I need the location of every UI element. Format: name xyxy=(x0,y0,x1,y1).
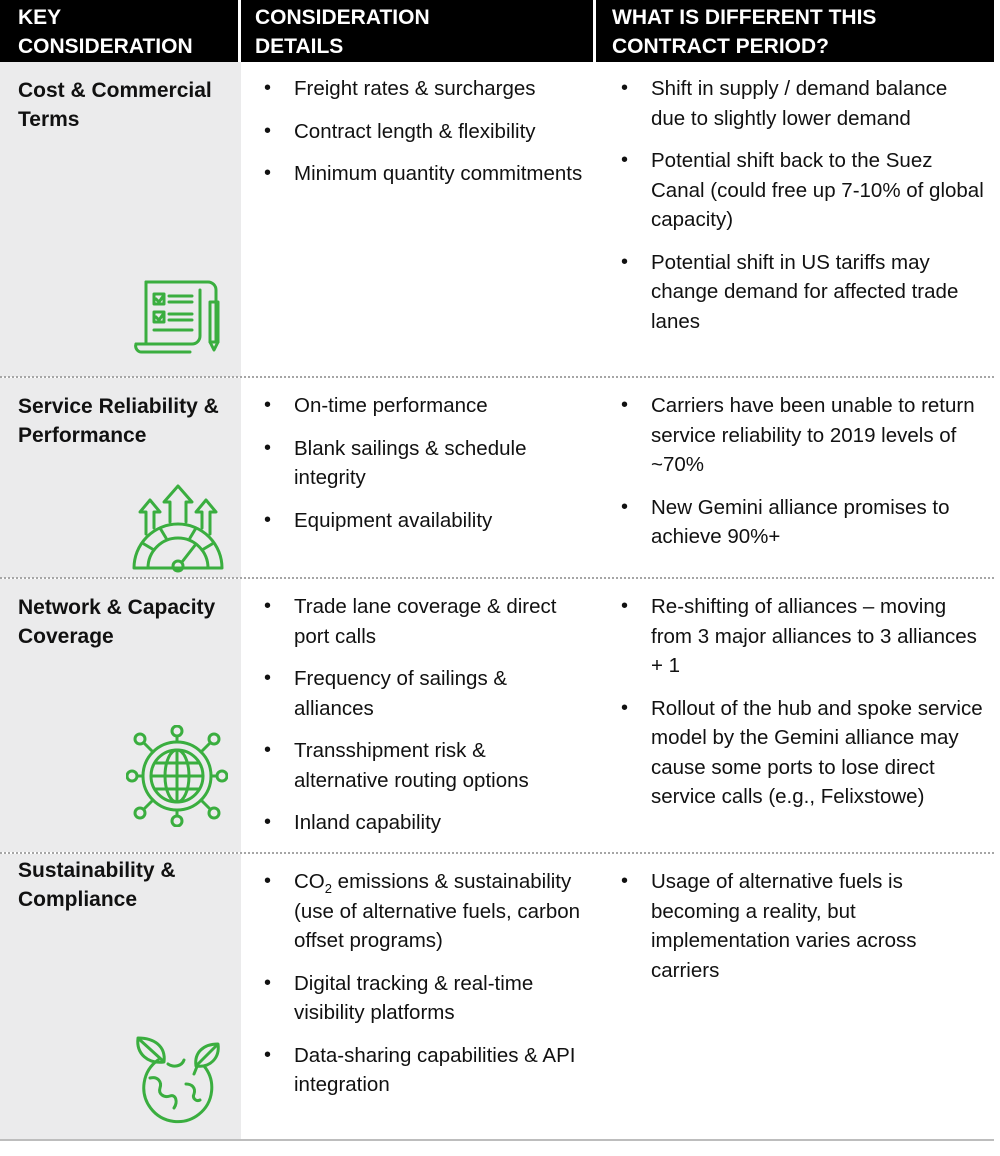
differences-list: Shift in supply / demand balance due to … xyxy=(613,74,985,349)
row-separator xyxy=(0,852,994,854)
list-item: Minimum quantity commitments xyxy=(256,159,586,189)
list-item: On-time performance xyxy=(256,391,586,421)
table-bottom-border xyxy=(0,1139,994,1141)
list-item: Rollout of the hub and spoke service mod… xyxy=(613,694,985,812)
category-label: Network & Capacity Coverage xyxy=(18,596,216,648)
category-label: Service Reliability & Performance xyxy=(18,395,219,447)
list-item: Equipment availability xyxy=(256,506,586,536)
list-item: Potential shift in US tariffs may change… xyxy=(613,248,985,337)
header-consideration-details: CONSIDERATION DETAILS xyxy=(241,0,593,62)
table-row-cost: Cost & Commercial Terms Freigh xyxy=(0,62,994,377)
details-list: Trade lane coverage & direct port calls … xyxy=(256,592,586,851)
performance-gauge-icon xyxy=(130,482,226,574)
table-row-network: Network & Capacity Coverage xyxy=(0,579,994,852)
list-item: Freight rates & surcharges xyxy=(256,74,586,104)
category-cell xyxy=(0,579,241,852)
globe-network-icon xyxy=(126,725,228,827)
list-item: Transshipment risk & alternative routing… xyxy=(256,736,586,795)
list-item: New Gemini alliance promises to achieve … xyxy=(613,493,985,552)
details-list: On-time performance Blank sailings & sch… xyxy=(256,391,586,548)
table-row-sustainability: Sustainability & Compliance CO2 emission… xyxy=(0,854,994,1139)
category-label: Sustainability & Compliance xyxy=(18,859,176,911)
list-item: Data-sharing capabilities & API integrat… xyxy=(256,1041,586,1100)
header-key-consideration: KEY CONSIDERATION xyxy=(0,0,238,62)
differences-list: Carriers have been unable to return serv… xyxy=(613,391,985,565)
differences-list: Usage of alternative fuels is becoming a… xyxy=(613,867,985,998)
list-item: Usage of alternative fuels is becoming a… xyxy=(613,867,985,985)
list-item: Digital tracking & real-time visibility … xyxy=(256,969,586,1028)
emissions-text: emissions & sustainability (use of alter… xyxy=(294,870,581,952)
list-item: Re-shifting of alliances – moving from 3… xyxy=(613,592,985,681)
differences-list: Re-shifting of alliances – moving from 3… xyxy=(613,592,985,825)
list-item: Blank sailings & schedule integrity xyxy=(256,434,586,493)
category-cell xyxy=(0,378,241,578)
list-item: Frequency of sailings & alliances xyxy=(256,664,586,723)
list-item: CO2 emissions & sustainability (use of a… xyxy=(256,867,586,956)
list-item: Carriers have been unable to return serv… xyxy=(613,391,985,480)
list-item: Shift in supply / demand balance due to … xyxy=(613,74,985,133)
co2-subscript: 2 xyxy=(324,881,332,897)
list-item: Contract length & flexibility xyxy=(256,117,586,147)
details-list: CO2 emissions & sustainability (use of a… xyxy=(256,867,586,1113)
category-cell xyxy=(0,854,241,1139)
row-separator xyxy=(0,376,994,378)
details-list: Freight rates & surcharges Contract leng… xyxy=(256,74,586,202)
list-item: Potential shift back to the Suez Canal (… xyxy=(613,146,985,235)
header-what-is-different: WHAT IS DIFFERENT THIS CONTRACT PERIOD? xyxy=(596,0,994,62)
category-label: Cost & Commercial Terms xyxy=(18,79,212,131)
table-row-service: Service Reliability & Performance On-tim… xyxy=(0,378,994,578)
co2-text: CO xyxy=(294,870,325,893)
eco-globe-leaves-icon xyxy=(128,1034,228,1124)
contract-checklist-icon xyxy=(132,276,226,358)
list-item: Trade lane coverage & direct port calls xyxy=(256,592,586,651)
list-item: Inland capability xyxy=(256,808,586,838)
row-separator xyxy=(0,577,994,579)
table-header: KEY CONSIDERATION CONSIDERATION DETAILS … xyxy=(0,0,1000,62)
